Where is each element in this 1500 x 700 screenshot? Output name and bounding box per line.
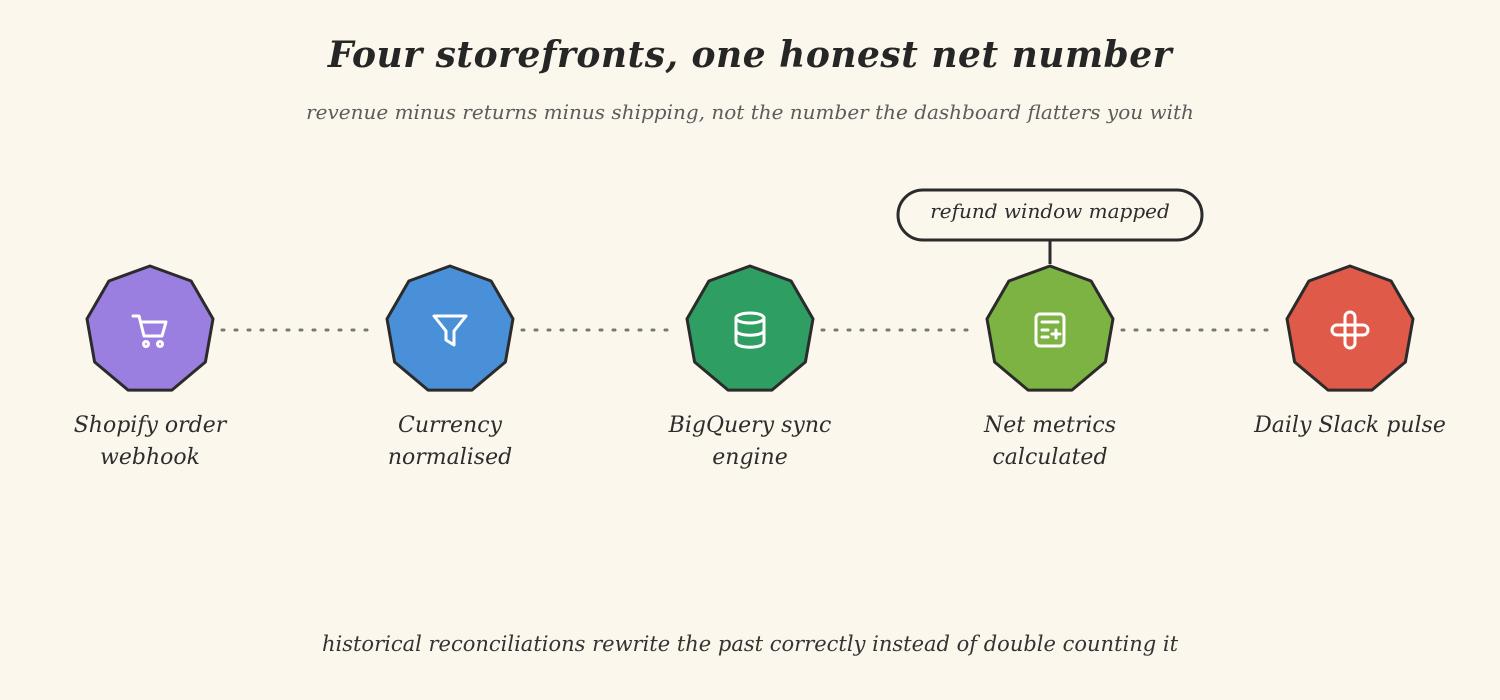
stage-node-5[interactable] bbox=[1285, 264, 1415, 392]
stage-node-1[interactable] bbox=[85, 264, 215, 392]
stage-3-label: BigQuery sync engine bbox=[668, 413, 832, 470]
stage-node-3[interactable] bbox=[685, 264, 815, 392]
stage-2-label: Currency normalised bbox=[387, 413, 513, 470]
diagram-footer: historical reconciliations rewrite the p… bbox=[321, 632, 1179, 656]
database-icon bbox=[734, 311, 766, 349]
stage-1-label: Shopify order webhook bbox=[73, 413, 227, 470]
shopping-cart-icon bbox=[131, 314, 168, 348]
callout-label: refund window mapped bbox=[930, 199, 1170, 223]
stage-5-label: Daily Slack pulse bbox=[1254, 413, 1446, 438]
stage-2-shape bbox=[385, 264, 515, 392]
stage-4-label: Net metrics calculated bbox=[984, 413, 1116, 470]
diagram-title: Four storefronts, one honest net number bbox=[327, 34, 1173, 76]
stage-node-4[interactable] bbox=[985, 264, 1115, 392]
stage-3-shape bbox=[685, 264, 815, 392]
stage-4-shape bbox=[985, 264, 1115, 392]
filter-icon bbox=[432, 314, 468, 347]
stage-1-shape bbox=[85, 264, 215, 392]
stage-node-2[interactable] bbox=[385, 264, 515, 392]
calculator-icon bbox=[1034, 312, 1066, 348]
stage-5-shape bbox=[1285, 264, 1415, 392]
slack-icon bbox=[1330, 310, 1370, 350]
diagram-subtitle: revenue minus returns minus shipping, no… bbox=[306, 100, 1194, 124]
